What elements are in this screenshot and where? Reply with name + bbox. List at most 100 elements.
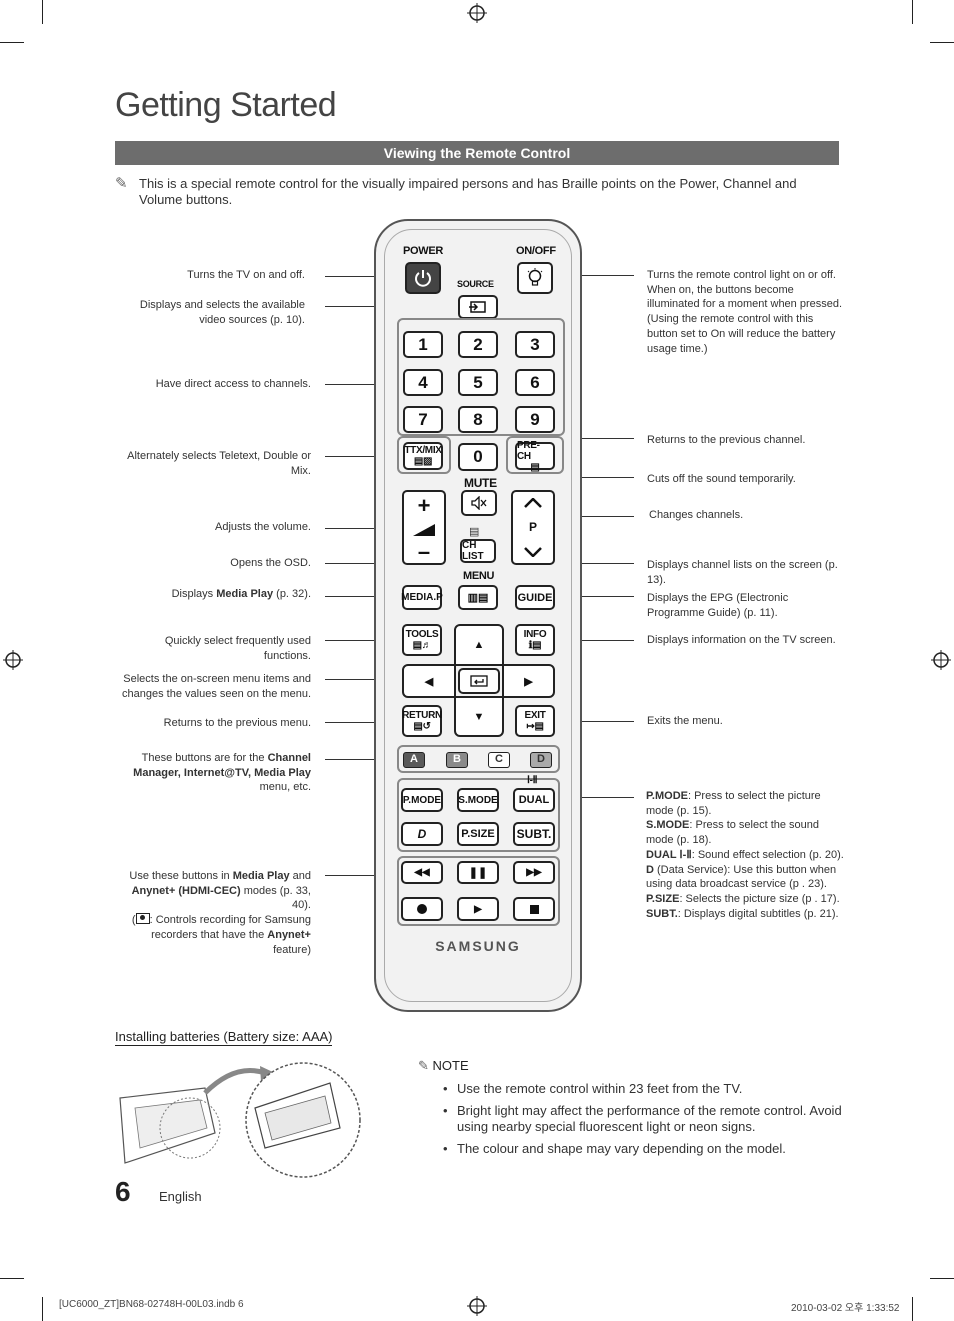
dual-button[interactable]: DUAL (513, 788, 555, 812)
arrow-right-icon: ▶ (524, 675, 533, 688)
pre-ch-button[interactable]: PRE-CH▤ (515, 440, 555, 473)
dpad: ▲ ◀ ▶ ▼ (402, 624, 555, 737)
color-a-button[interactable]: A (403, 752, 425, 768)
digit-2-button[interactable]: 2 (458, 331, 498, 358)
color-b-button[interactable]: B (446, 752, 468, 768)
digit-8-button[interactable]: 8 (458, 406, 498, 433)
return-icon: ▤↺ (413, 721, 431, 732)
volume-rocker[interactable]: + – (402, 490, 446, 565)
tools-icon: ▤♬ (412, 640, 432, 651)
dpad-right-button[interactable]: ▶ (502, 664, 555, 698)
footer-file-info: [UC6000_ZT]BN68-02748H-00L03.indb 6 (59, 1299, 244, 1310)
intro-text: This is a special remote control for the… (139, 176, 797, 207)
digit-1-button[interactable]: 1 (403, 331, 443, 358)
leader-line (325, 640, 401, 641)
subt-button[interactable]: SUBT. (513, 822, 555, 846)
prech-panel (506, 436, 564, 474)
crop-mark (912, 0, 913, 24)
crop-mark (0, 1278, 24, 1279)
ch-list-button[interactable]: CH LIST (460, 539, 496, 563)
dual-mark: Ⅰ-Ⅱ (527, 775, 538, 786)
mute-icon (471, 496, 487, 510)
return-button[interactable]: RETURN▤↺ (402, 705, 442, 737)
color-button-panel (397, 745, 560, 773)
play-button[interactable]: ▶ (457, 897, 499, 921)
tools-button[interactable]: TOOLS▤♬ (402, 624, 442, 656)
digit-0-button[interactable]: 0 (458, 443, 498, 471)
menu-button[interactable]: ▥▤ (458, 585, 498, 610)
digit-7-button[interactable]: 7 (403, 406, 443, 433)
dpad-down-button[interactable]: ▼ (454, 696, 504, 737)
pause-button[interactable]: ❚❚ (457, 861, 499, 884)
digit-6-button[interactable]: 6 (515, 369, 555, 396)
info-icon: ℹ▤ (528, 640, 542, 651)
battery-installation-illustration (119, 1062, 361, 1178)
remote-control-inner-outline (384, 229, 572, 1002)
menu-label: MENU (463, 570, 495, 582)
source-input-icon (469, 301, 486, 313)
footer-timestamp: 2010-03-02 오후 1:33:52 (791, 1303, 900, 1314)
crop-mark (930, 1278, 954, 1279)
samsung-logo: SAMSUNG (435, 938, 521, 954)
p-mode-button[interactable]: P.MODE (401, 788, 443, 812)
pause-icon: ❚❚ (468, 867, 488, 879)
chevron-down-icon (524, 546, 542, 557)
dpad-up-button[interactable]: ▲ (454, 624, 504, 666)
power-icon (415, 270, 431, 287)
ttx-mix-button[interactable]: TTX/MIX▤▨ (403, 442, 443, 470)
onoff-light-button[interactable] (517, 262, 553, 294)
note-heading: ✎ NOTE (418, 1058, 469, 1073)
teletext-icon: ▤ (469, 526, 480, 538)
label-color-buttons: These buttons are for the Channel Manage… (133, 752, 311, 794)
source-button[interactable] (458, 295, 498, 319)
record-button[interactable] (401, 897, 443, 921)
digit-3-button[interactable]: 3 (515, 331, 555, 358)
digit-4-button[interactable]: 4 (403, 369, 443, 396)
label-info: Displays information on the TV screen. (647, 634, 836, 646)
digit-5-button[interactable]: 5 (458, 369, 498, 396)
leader-line (556, 596, 634, 597)
rewind-button[interactable]: ◀◀ (401, 861, 443, 884)
p-size-button[interactable]: P.SIZE (457, 822, 499, 846)
fast-forward-button[interactable]: ▶▶ (513, 861, 555, 884)
source-label: SOURCE (457, 279, 494, 289)
page-language: English (159, 1189, 202, 1204)
note-list: Use the remote control within 23 feet fr… (443, 1081, 843, 1163)
exit-icon: ↦▤ (526, 721, 544, 732)
color-d-button[interactable]: D (530, 752, 552, 768)
label-power: Turns the TV on and off. (187, 269, 305, 281)
stop-button[interactable] (513, 897, 555, 921)
s-mode-button[interactable]: S.MODE (457, 788, 499, 812)
power-button[interactable] (405, 262, 441, 294)
battery-title: Installing batteries (Battery size: AAA) (115, 1029, 333, 1046)
section-heading: Viewing the Remote Control (115, 141, 839, 165)
label-exit: Exits the menu. (647, 715, 723, 727)
label-numbers: Have direct access to channels. (155, 378, 311, 390)
mute-button[interactable] (461, 490, 497, 516)
media-p-button[interactable]: MEDIA.P (401, 585, 443, 610)
exit-button[interactable]: EXIT↦▤ (515, 705, 555, 737)
play-icon: ▶ (474, 903, 482, 915)
intro-note: ✎ This is a special remote control for t… (115, 176, 835, 208)
digit-9-button[interactable]: 9 (515, 406, 555, 433)
list-item: Use the remote control within 23 feet fr… (443, 1081, 843, 1097)
enter-button[interactable] (458, 668, 500, 694)
leader-line (325, 596, 401, 597)
guide-button[interactable]: GUIDE (515, 585, 555, 610)
label-media: Displays Media Play (p. 32). (171, 588, 311, 600)
dpad-left-button[interactable]: ◀ (402, 664, 456, 698)
label-guide: Displays the EPG (Electronic Programme G… (647, 592, 789, 619)
fast-forward-icon: ▶▶ (526, 867, 542, 878)
color-c-button[interactable]: C (488, 752, 510, 768)
list-item: Bright light may affect the performance … (443, 1103, 843, 1135)
teletext-icon: ▤▨ (413, 456, 433, 467)
list-item: The colour and shape may vary depending … (443, 1141, 843, 1157)
enter-icon (470, 675, 488, 687)
channel-rocker[interactable]: P (511, 490, 555, 565)
label-ttx: Alternately selects Teletext, Double or … (127, 450, 311, 477)
d-data-button[interactable]: D (401, 822, 443, 846)
pencil-note-icon: ✎ (418, 1058, 429, 1073)
page-title: Getting Started (115, 86, 337, 124)
leader-line (554, 438, 634, 439)
